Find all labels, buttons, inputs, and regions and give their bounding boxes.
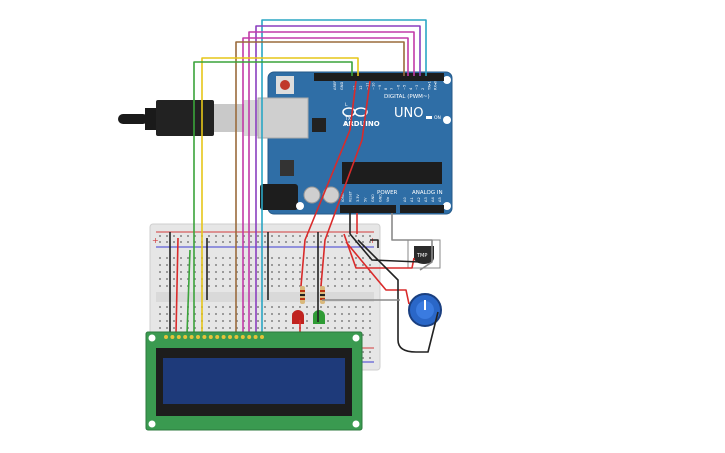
arduino-logo xyxy=(342,107,368,117)
lcd-pin xyxy=(260,335,264,339)
wire xyxy=(186,249,191,335)
power-pin-label: 5V xyxy=(364,197,368,202)
power-pin-label: RESET xyxy=(349,190,353,202)
wire xyxy=(235,41,405,334)
lcd-pin xyxy=(202,335,207,339)
digital-header-label: DIGITAL (PWM~) xyxy=(384,94,430,100)
microcontroller-chip xyxy=(342,162,442,184)
resistor-green-led xyxy=(320,286,325,304)
led-on-label: ON xyxy=(434,115,441,121)
wire xyxy=(242,37,409,334)
digital-pin-label: TX▸1 xyxy=(427,81,431,91)
lcd-pin xyxy=(164,335,168,339)
wire xyxy=(391,213,433,271)
power-header-pins xyxy=(340,205,396,213)
lcd-pin xyxy=(196,335,200,339)
rail-plus-label: + xyxy=(152,236,159,245)
power-pin-label: GND xyxy=(371,194,375,202)
analog-header-pins xyxy=(400,205,444,213)
analog-pin-label: A0 xyxy=(403,197,407,202)
sensor-label: TMP xyxy=(416,253,427,259)
lcd-pin xyxy=(221,335,226,339)
power-pin-label: 3.3V xyxy=(356,194,360,202)
analog-pin-label: A5 xyxy=(438,197,442,202)
green-led xyxy=(313,310,325,324)
wire xyxy=(349,233,421,263)
power-header-label: POWER xyxy=(377,190,398,196)
lcd-pin xyxy=(253,335,258,339)
wire xyxy=(248,31,415,334)
lcd-pin xyxy=(189,335,194,339)
small-chip xyxy=(312,118,326,132)
wire xyxy=(193,61,353,334)
digital-pin-label: 12 xyxy=(359,85,363,90)
analog-pin-label: A1 xyxy=(410,197,414,202)
digital-pin-label: 8 xyxy=(384,87,388,90)
power-jack xyxy=(260,184,298,210)
digital-pin-label: ~9 xyxy=(378,84,382,90)
digital-pin-label: ~3 xyxy=(415,85,419,90)
digital-pin-label: ~10 xyxy=(372,82,376,90)
wire xyxy=(343,233,415,269)
lcd-pin xyxy=(240,335,245,339)
lcd-pin xyxy=(228,335,232,339)
analog-pin-label: A4 xyxy=(431,197,435,202)
usb-port xyxy=(257,97,309,139)
power-pin-label: Vin xyxy=(386,197,390,202)
digital-pin-label: ~5 xyxy=(403,85,407,90)
digital-pin-label: RX◂0 xyxy=(434,80,438,90)
power-pin-label: GND xyxy=(379,194,383,202)
gnd-label: GND xyxy=(340,82,344,90)
usb-cable xyxy=(118,100,278,136)
brand-label: ARDUINO xyxy=(343,120,380,128)
lcd-screen xyxy=(163,358,345,404)
model-label: UNO xyxy=(394,106,423,121)
wire xyxy=(201,57,359,334)
led-rx-label: RX xyxy=(345,122,351,128)
digital-pin-label: 7 xyxy=(390,88,394,90)
potentiometer[interactable] xyxy=(408,293,442,327)
lcd-pin xyxy=(247,335,252,339)
lcd-pin-header xyxy=(164,335,264,339)
lcd-pin xyxy=(170,335,175,339)
wire xyxy=(261,19,427,334)
lcd-pin xyxy=(215,335,220,339)
wire xyxy=(320,80,371,287)
digital-pin-label: 4 xyxy=(409,87,413,90)
arduino-uno-board: ARDUINO UNO DIGITAL (PWM~) POWER ANALOG … xyxy=(257,71,453,215)
wires xyxy=(169,19,439,353)
power-pin-label: IOREF xyxy=(341,192,345,202)
wire xyxy=(255,25,421,334)
wire xyxy=(175,237,179,335)
lcd-pin xyxy=(176,335,181,339)
wire xyxy=(357,239,439,353)
digital-pin-label: 2 xyxy=(421,88,425,90)
digital-header xyxy=(314,73,444,81)
digital-pin-label: ~11 xyxy=(365,82,369,90)
resistor-red-led xyxy=(300,286,305,304)
digital-pin-label: ~6 xyxy=(396,84,400,90)
wire xyxy=(345,241,410,305)
analog-pin-label: A2 xyxy=(417,197,421,202)
aref-label: AREF xyxy=(333,81,337,90)
analog-pin-label: A3 xyxy=(424,197,428,202)
wire xyxy=(370,239,379,248)
lcd-pin xyxy=(208,335,213,339)
red-led xyxy=(292,310,304,324)
lcd-pin xyxy=(234,335,239,339)
on-led xyxy=(426,116,432,119)
led-tx-label: TX xyxy=(344,116,351,122)
wire xyxy=(300,80,357,287)
lcd-display xyxy=(145,331,363,431)
analog-header-label: ANALOG IN xyxy=(412,190,443,196)
led-l-label: L xyxy=(345,102,348,108)
lcd-pin xyxy=(183,335,188,339)
